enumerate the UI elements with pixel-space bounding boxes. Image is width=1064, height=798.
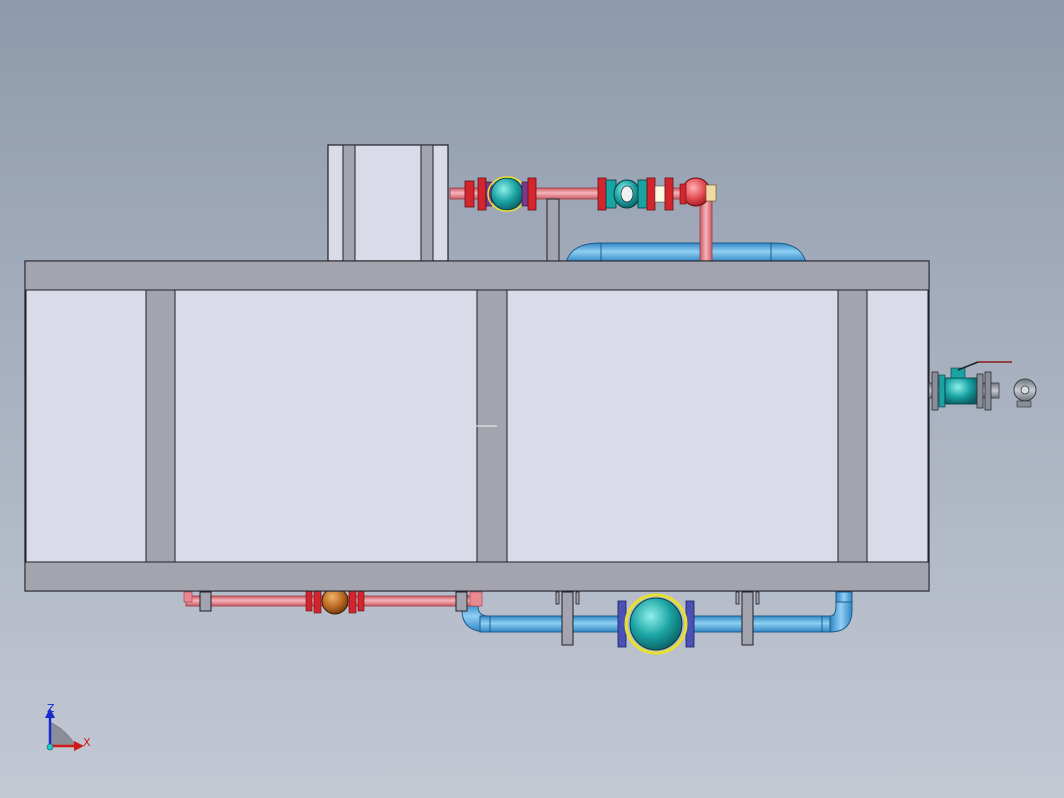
- triad-x-label: X: [83, 736, 91, 749]
- hot-check-valve[interactable]: [597, 177, 674, 211]
- lower-cold-pipe: [461, 591, 853, 633]
- frame-panel-center-right: [506, 289, 839, 563]
- bronze-ball-valve[interactable]: [305, 587, 365, 615]
- lower-pipe-supports: [555, 591, 760, 646]
- triad-z-label: Z: [47, 702, 55, 715]
- coordinate-triad: Z X: [45, 702, 91, 751]
- side-outlet-valve[interactable]: [928, 361, 1037, 411]
- hot-elbow-valve[interactable]: [679, 177, 717, 207]
- frame-panel-center-left: [174, 289, 478, 563]
- upper-cold-pipe: [565, 242, 807, 263]
- upper-support-box: [327, 144, 449, 262]
- frame-panel-right: [866, 289, 929, 563]
- large-ball-valve[interactable]: [617, 593, 695, 655]
- frame-panel-left: [25, 289, 147, 563]
- hot-ball-valve[interactable]: [464, 176, 537, 212]
